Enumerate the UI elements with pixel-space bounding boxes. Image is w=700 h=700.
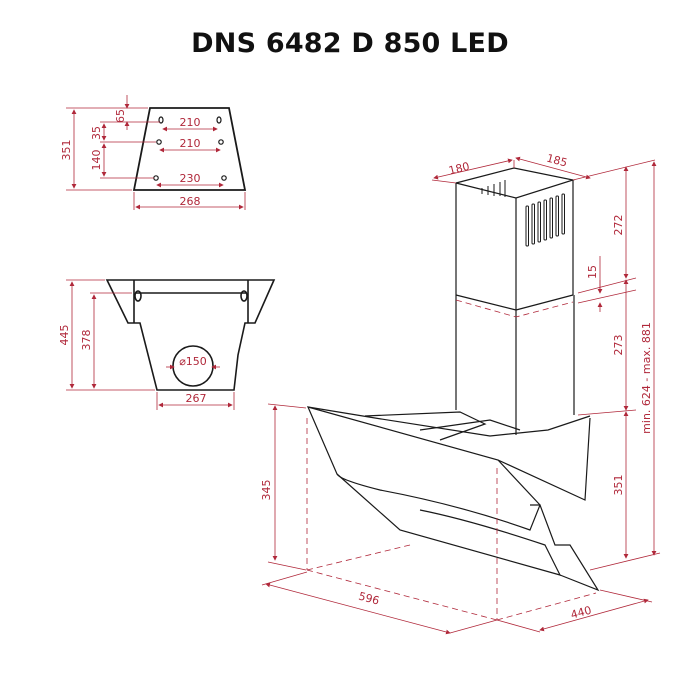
dim-lower-273: 273 — [612, 335, 625, 356]
dim-top-35: 35 — [90, 126, 103, 140]
dim-top-210a: 210 — [180, 116, 201, 129]
bracket-view — [105, 279, 276, 391]
product-title: DNS 6482 D 850 LED — [191, 28, 509, 59]
dim-width-596: 596 — [357, 590, 381, 608]
main-dimensions — [261, 156, 661, 635]
dim-overlap-15: 15 — [586, 265, 599, 279]
dim-depth-440: 440 — [569, 604, 593, 622]
dim-bracket-378: 378 — [80, 330, 93, 351]
top-view-plate — [132, 107, 247, 191]
dim-chimney-180: 180 — [447, 160, 471, 178]
dim-body-345: 345 — [260, 480, 273, 501]
dim-upper-272: 272 — [612, 215, 625, 236]
dim-chimney-185: 185 — [545, 152, 569, 170]
hood-dashed-guides — [306, 299, 597, 621]
dim-bracket-150: ⌀150 — [179, 355, 207, 368]
dim-bracket-267: 267 — [186, 392, 207, 405]
dim-top-140: 140 — [90, 150, 103, 171]
dim-top-210b: 210 — [180, 137, 201, 150]
dim-total-height: min. 624 - max. 881 — [640, 322, 653, 434]
dim-top-65: 65 — [114, 109, 127, 123]
top-view-dimensions — [66, 95, 246, 210]
dim-bracket-445: 445 — [58, 325, 71, 346]
dim-body-351: 351 — [612, 475, 625, 496]
dim-top-230: 230 — [180, 172, 201, 185]
dim-top-351: 351 — [60, 140, 73, 161]
dim-top-268: 268 — [180, 195, 201, 208]
hood-isometric — [306, 167, 600, 592]
mounting-holes — [153, 116, 227, 181]
bracket-dimensions — [66, 279, 235, 410]
